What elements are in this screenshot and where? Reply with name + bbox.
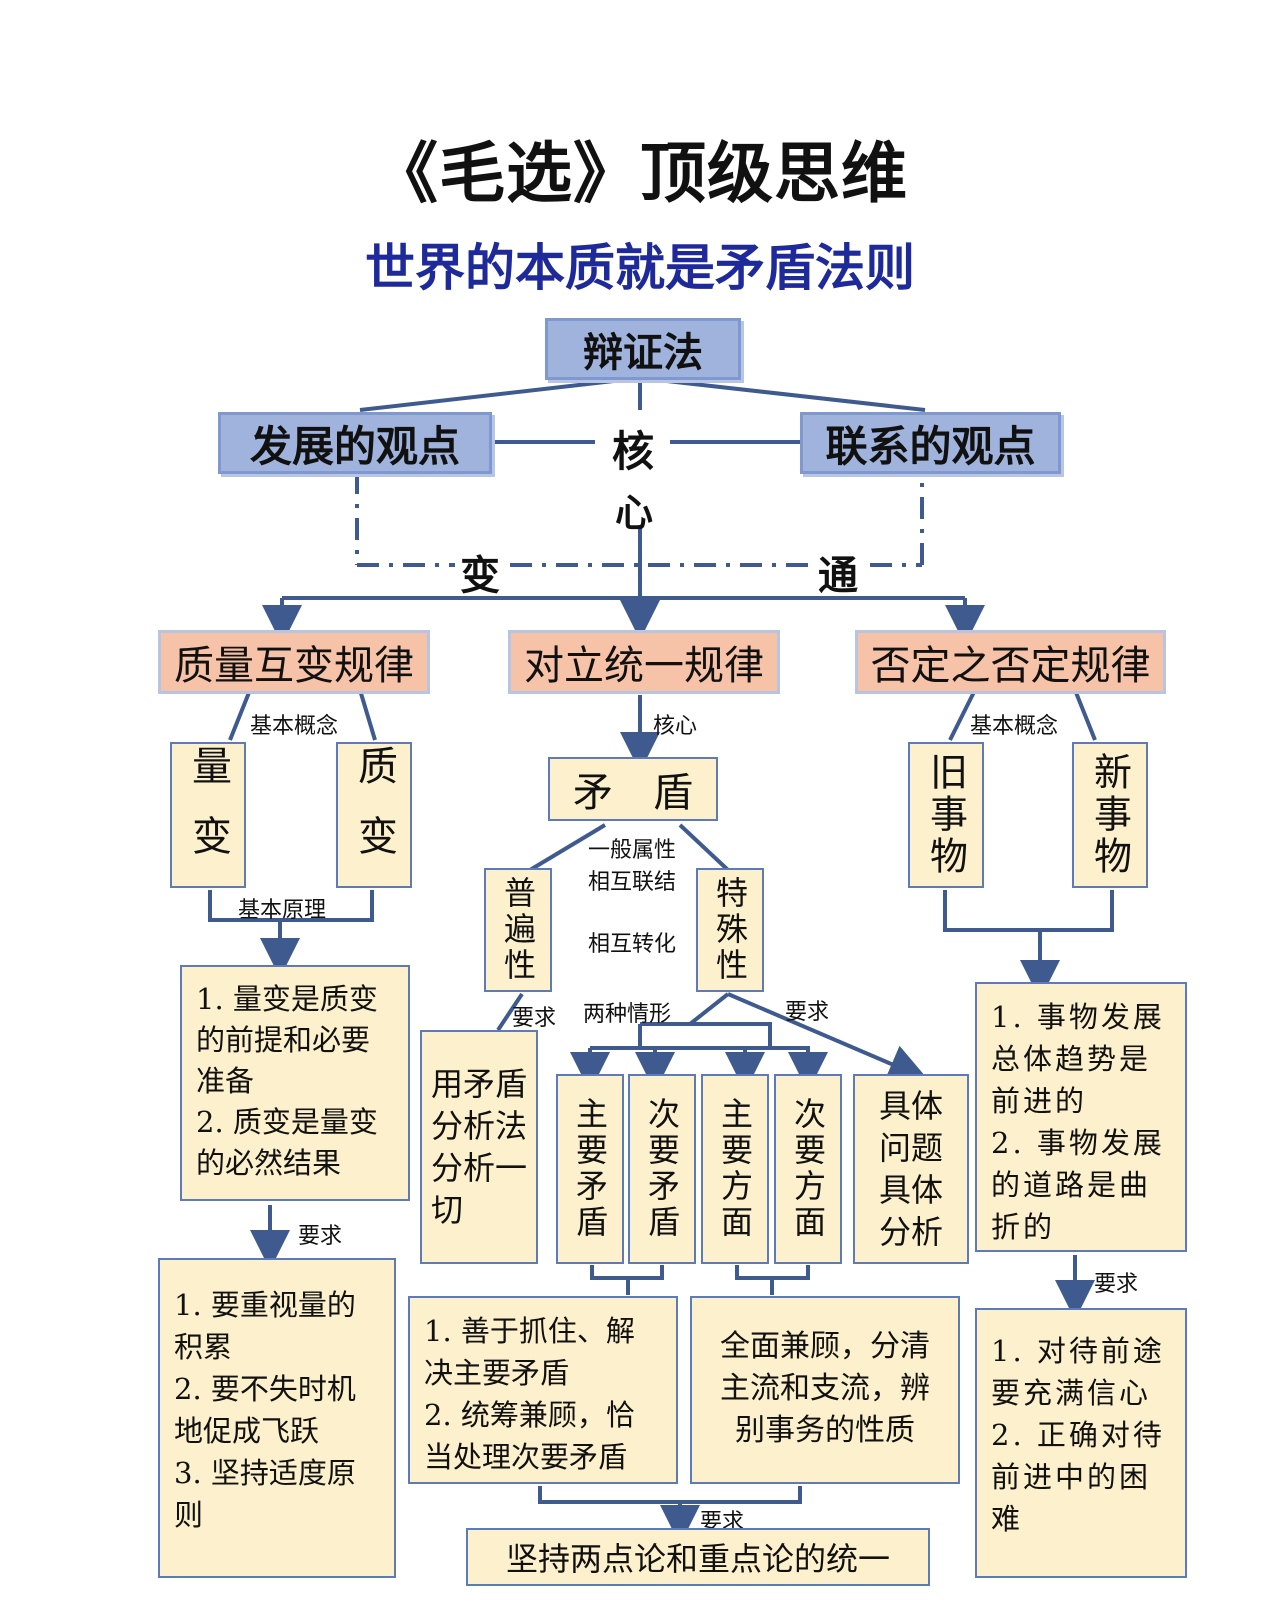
particularity-box: 特殊性 [696, 868, 764, 992]
new-things-text: 新事物 [1087, 752, 1132, 878]
core-label-2: 心 [615, 491, 654, 535]
contradiction-box: 矛 盾 [548, 757, 718, 821]
right-req-label: 要求 [1094, 1272, 1139, 1297]
law-unity-of-opposites: 对立统一规律 [508, 630, 780, 694]
page-title: 《毛选》顶级思维 [372, 135, 908, 212]
universality-text: 普遍性 [499, 876, 537, 984]
mid-req-label-1: 要求 [512, 1006, 557, 1031]
qualitative-change-box: 质变 [336, 742, 412, 888]
contradiction-method-box: 用矛盾分析法分析一切 [420, 1030, 538, 1264]
qualitative-change-text: 质变 [351, 745, 397, 885]
mid-req-label-2: 要求 [785, 1000, 830, 1025]
old-things-box: 旧事物 [908, 742, 984, 888]
quantitative-change-box: 量变 [170, 742, 246, 888]
old-things-text: 旧事物 [923, 752, 968, 878]
principal-aspect-text: 主要方面 [716, 1097, 754, 1241]
concrete-analysis-text: 具体问题具体分析 [879, 1087, 944, 1251]
left-concept-label: 基本概念 [250, 714, 339, 739]
left-principle-label: 基本原理 [238, 898, 327, 923]
left-req-label: 要求 [298, 1224, 343, 1249]
principal-contradiction-requirement-box: 1. 善于抓住、解决主要矛盾 2. 统筹兼顾，恰当处理次要矛盾 [408, 1296, 678, 1484]
left-principle-box: 1. 量变是质变的前提和必要准备 2. 质变是量变的必然结果 [180, 965, 410, 1201]
secondary-contradiction-box: 次要矛盾 [628, 1074, 696, 1264]
quantitative-change-text: 量变 [185, 745, 231, 885]
mid-core-label: 核心 [653, 714, 698, 739]
right-concept-label: 基本概念 [970, 714, 1059, 739]
development-view-box: 发展的观点 [218, 412, 492, 474]
page-subtitle: 世界的本质就是矛盾法则 [365, 238, 915, 297]
right-principle-box: 1. 事物发展总体趋势是前进的 2. 事物发展的道路是曲折的 [975, 982, 1187, 1252]
aspect-requirement-box: 全面兼顾，分清主流和支流，辨别事务的性质 [690, 1296, 960, 1484]
secondary-aspect-text: 次要方面 [789, 1097, 827, 1241]
connection-view-box: 联系的观点 [800, 412, 1061, 474]
left-requirement-box: 1. 要重视量的积累 2. 要不失时机地促成飞跃 3. 坚持适度原则 [158, 1258, 396, 1578]
law-negation-of-negation: 否定之否定规律 [855, 630, 1166, 694]
attr-general: 一般属性 [588, 838, 677, 863]
principal-contradiction-box: 主要矛盾 [556, 1074, 624, 1264]
secondary-aspect-box: 次要方面 [774, 1074, 842, 1264]
universality-box: 普遍性 [484, 868, 552, 992]
right-requirement-box: 1. 对待前途要充满信心 2. 正确对待前进中的困难 [975, 1308, 1187, 1578]
two-cases-label: 两种情形 [583, 1002, 672, 1027]
law-quantity-quality: 质量互变规律 [158, 630, 430, 694]
secondary-contradiction-text: 次要矛盾 [643, 1097, 681, 1241]
principal-aspect-box: 主要方面 [701, 1074, 769, 1264]
principal-contradiction-text: 主要矛盾 [571, 1097, 609, 1241]
two-point-theory-box: 坚持两点论和重点论的统一 [466, 1528, 930, 1586]
contradiction-method-text: 用矛盾分析法分析一切 [431, 1065, 528, 1229]
new-things-box: 新事物 [1072, 742, 1148, 888]
tong-label: 通 [818, 553, 858, 599]
root-box-dialectics: 辩证法 [545, 318, 741, 380]
core-label-1: 核 [612, 427, 655, 476]
concrete-analysis-box: 具体问题具体分析 [853, 1074, 969, 1264]
attr-interconnect: 相互联结 [588, 870, 677, 895]
attr-transform: 相互转化 [588, 932, 677, 957]
particularity-text: 特殊性 [711, 876, 749, 984]
bian-label: 变 [460, 553, 500, 599]
